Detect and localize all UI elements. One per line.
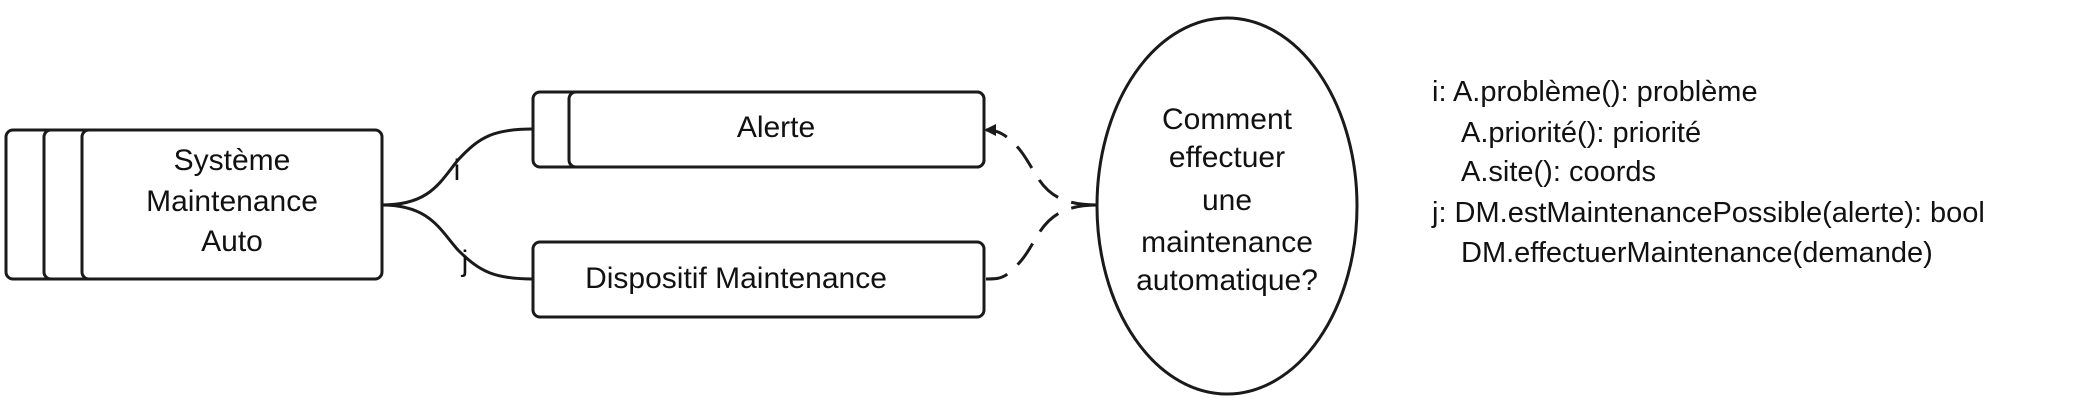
alert-box: Alerte [531, 90, 986, 169]
system-box-label-line1: Système [174, 144, 291, 177]
legend-line-1: i: A.problème(): problème [1432, 76, 1758, 108]
legend-line-3: A.site(): coords [1461, 156, 1656, 188]
legend-line-4: j: DM.estMaintenancePossible(alerte): bo… [1431, 197, 1985, 229]
device-box-label: Dispositif Maintenance [585, 262, 887, 295]
system-box-label-line3: Auto [201, 225, 263, 258]
connector-j-label: j [461, 245, 469, 278]
question-ellipse [1095, 16, 1359, 396]
question-line5: automatique? [1136, 264, 1318, 297]
system-box-label-line2: Maintenance [146, 185, 318, 218]
alert-box-front [567, 90, 986, 169]
connector-j [381, 203, 534, 281]
interface-legend: i: A.problème(): problème A.priorité(): … [1431, 76, 1985, 269]
system-box: Système Maintenance Auto [4, 128, 384, 281]
connector-i [381, 127, 534, 207]
legend-line-2: A.priorité(): priorité [1461, 117, 1701, 149]
device-box: Dispositif Maintenance [531, 240, 986, 319]
question-line1: Comment [1162, 103, 1293, 136]
question-node: Comment effectuer une maintenance automa… [1095, 16, 1359, 396]
connector-i-label: i [454, 154, 461, 187]
alert-box-label: Alerte [737, 111, 815, 144]
dashed-link-to-device [985, 203, 1098, 281]
question-line4: maintenance [1141, 226, 1313, 259]
legend-line-5: DM.effectuerMaintenance(demande) [1461, 237, 1933, 269]
question-line3: une [1202, 184, 1252, 217]
dashed-link-to-alert [984, 124, 1098, 207]
question-line2: effectuer [1169, 141, 1285, 174]
